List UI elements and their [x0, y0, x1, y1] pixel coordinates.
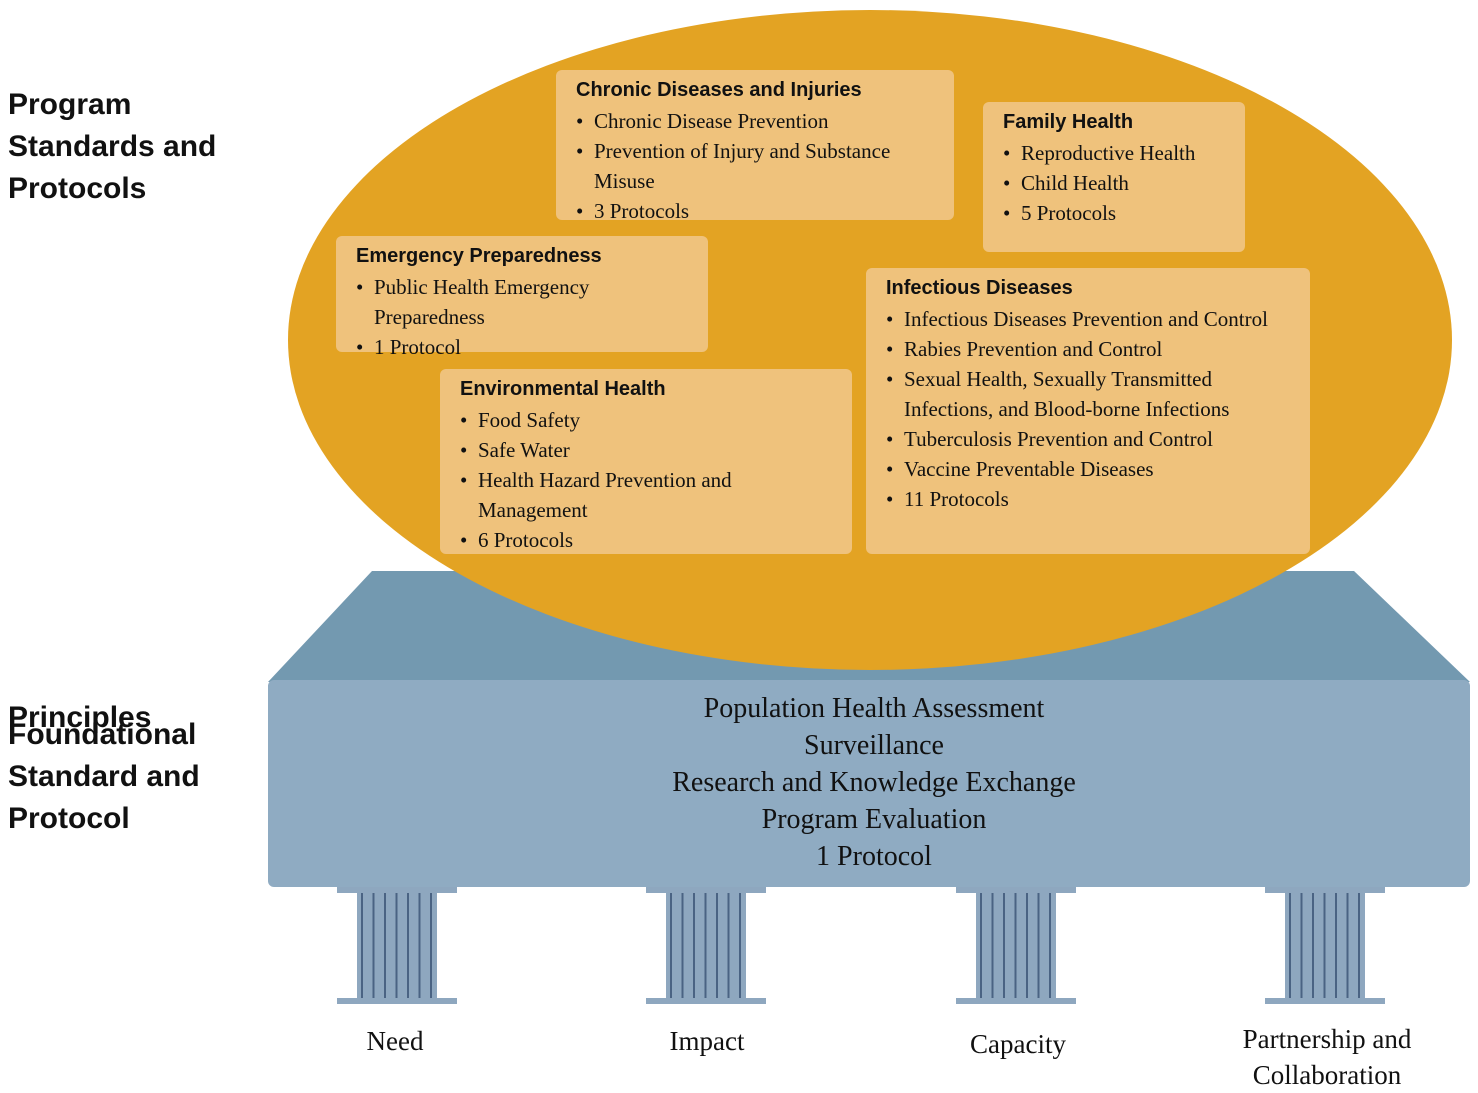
- box-title: Environmental Health: [460, 378, 666, 400]
- pillar-capacity: [956, 887, 1076, 1004]
- list-item: 3 Protocols: [576, 196, 944, 226]
- foundation-line: Program Evaluation: [761, 804, 987, 835]
- list-item: Rabies Prevention and Control: [886, 334, 1300, 364]
- label-foundational-standard: Foundational Standard and Protocol: [8, 718, 200, 835]
- foundation-line: 1 Protocol: [816, 841, 932, 872]
- list-item: Health Hazard Prevention and Management: [460, 465, 842, 525]
- foundation-line: Population Health Assessment: [703, 693, 1045, 724]
- box-title: Chronic Diseases and Injuries: [576, 79, 862, 101]
- list-item: 1 Protocol: [356, 332, 698, 362]
- list-item: Sexual Health, Sexually Transmitted Infe…: [886, 364, 1300, 424]
- list-item: 11 Protocols: [886, 484, 1300, 514]
- pillars-group: [337, 887, 1385, 1004]
- foundation-line: Surveillance: [804, 730, 944, 761]
- box-family-health: Family Health Reproductive Health Child …: [983, 102, 1245, 252]
- list-item: Prevention of Injury and Substance Misus…: [576, 136, 944, 196]
- principle-partnership: Partnership and Collaboration: [1242, 1024, 1412, 1090]
- list-item: Public Health Emergency Preparedness: [356, 272, 698, 332]
- box-emergency-preparedness: Emergency Preparedness Public Health Eme…: [336, 236, 708, 362]
- pillar-need: [337, 887, 457, 1004]
- foundation-line: Research and Knowledge Exchange: [672, 767, 1076, 798]
- box-infectious-diseases: Infectious Diseases Infectious Diseases …: [866, 268, 1310, 554]
- list-item: Safe Water: [460, 435, 842, 465]
- list-item: Tuberculosis Prevention and Control: [886, 424, 1300, 454]
- list-item: Food Safety: [460, 405, 842, 435]
- box-chronic-diseases: Chronic Diseases and Injuries Chronic Di…: [556, 70, 954, 226]
- pillar-impact: [646, 887, 766, 1004]
- label-principles: Principles: [8, 701, 152, 734]
- principle-capacity: Capacity: [970, 1029, 1066, 1059]
- list-item: Infectious Diseases Prevention and Contr…: [886, 304, 1300, 334]
- label-program-standards: Program Standards and Protocols: [8, 88, 217, 205]
- list-item: 5 Protocols: [1003, 198, 1235, 228]
- list-item: Reproductive Health: [1003, 138, 1235, 168]
- principle-need: Need: [366, 1026, 424, 1056]
- list-item: Chronic Disease Prevention: [576, 106, 944, 136]
- list-item: Child Health: [1003, 168, 1235, 198]
- box-environmental-health: Environmental Health Food Safety Safe Wa…: [440, 369, 852, 555]
- foundation-slab: [268, 680, 1470, 887]
- foundation-text: Population Health Assessment Surveillanc…: [268, 690, 1478, 875]
- principle-impact: Impact: [669, 1026, 745, 1056]
- list-item: Vaccine Preventable Diseases: [886, 454, 1300, 484]
- pillar-partnership: [1265, 887, 1385, 1004]
- box-title: Family Health: [1003, 111, 1134, 133]
- box-title: Infectious Diseases: [886, 277, 1073, 299]
- list-item: 6 Protocols: [460, 525, 842, 555]
- box-title: Emergency Preparedness: [356, 245, 602, 267]
